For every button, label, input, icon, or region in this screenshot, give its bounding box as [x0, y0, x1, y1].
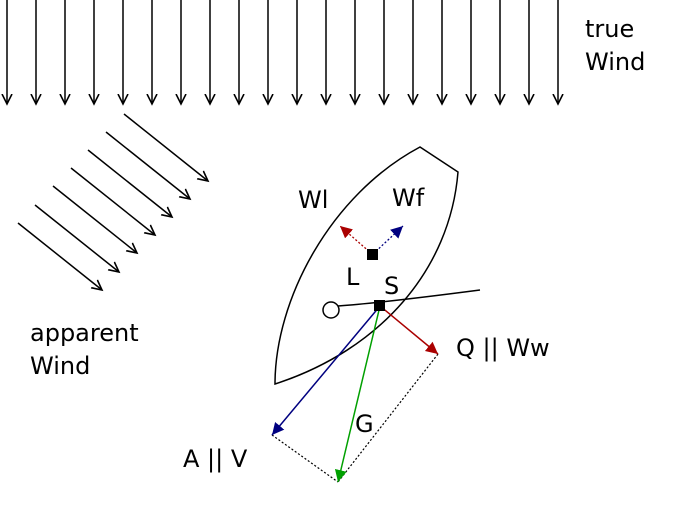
true-wind-arrows — [7, 0, 558, 104]
apparent-wind-arrow — [105, 131, 190, 199]
construction-line-a-g — [271, 434, 339, 483]
point-s-marker-icon — [374, 300, 385, 311]
label-s: S — [384, 272, 399, 300]
label-l: L — [346, 263, 360, 291]
force-wl-vector — [339, 225, 373, 255]
apparent-wind-arrow — [123, 113, 208, 181]
point-l-marker-icon — [367, 249, 378, 260]
force-g-vector — [334, 305, 381, 483]
force-a-vector — [271, 305, 381, 436]
label-wf: Wf — [392, 184, 425, 212]
apparent-wind-arrow — [87, 149, 172, 217]
mast-circle-icon — [322, 301, 340, 319]
true-wind-label-line2: Wind — [585, 48, 645, 76]
label-q-ww: Q || Ww — [456, 334, 550, 362]
sail-curve — [337, 289, 481, 307]
apparent-wind-arrow — [17, 222, 102, 290]
boat-hull — [274, 146, 459, 386]
apparent-wind-arrow — [70, 167, 155, 235]
apparent-wind-arrow — [34, 204, 119, 272]
force-q-vector — [379, 305, 439, 355]
apparent-wind-label-line1: apparent — [30, 319, 139, 347]
label-g: G — [355, 410, 374, 438]
apparent-wind-label-line2: Wind — [30, 352, 90, 380]
apparent-wind-arrow — [52, 185, 137, 253]
label-a-v: A || V — [183, 445, 248, 473]
construction-line-q-g — [337, 353, 439, 483]
true-wind-label-line1: true — [585, 15, 634, 43]
label-wl: Wl — [298, 186, 328, 214]
force-wf-vector — [372, 225, 404, 255]
apparent-wind-arrows — [17, 113, 208, 290]
